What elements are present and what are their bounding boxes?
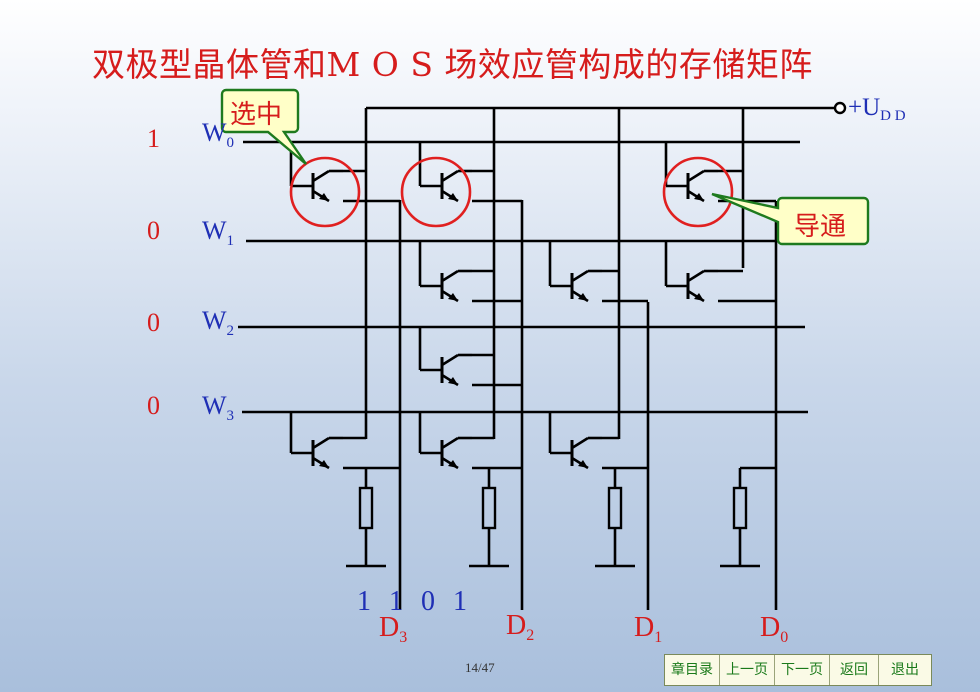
resistor-d1 xyxy=(607,486,623,530)
data-line-label-d2: D2 xyxy=(506,610,535,644)
word-line-label-0: W0 xyxy=(202,118,235,151)
supply-label: +UD D xyxy=(848,94,906,124)
transistor-r0-c3 xyxy=(289,169,345,203)
resistor-d0 xyxy=(732,486,748,530)
selected-circle-d3 xyxy=(289,156,361,228)
word-line-label-3: W3 xyxy=(202,391,235,424)
word-line-label-1: W1 xyxy=(202,216,235,249)
word-line-label-2: W2 xyxy=(202,306,235,339)
data-line-label-d0: D0 xyxy=(760,612,789,646)
transistor-r1-c2 xyxy=(418,269,474,303)
resistor-d3 xyxy=(358,486,374,530)
word-level-2: 0 xyxy=(147,308,160,337)
output-bit-d1: 0 xyxy=(421,586,435,617)
page-number: 14/47 xyxy=(465,660,495,675)
word-level-3: 0 xyxy=(147,391,160,420)
word-level-0: 1 xyxy=(147,124,160,153)
transistor-r3-c3 xyxy=(289,436,345,470)
callout-selected: 选中 xyxy=(230,100,283,130)
callout-conducting: 导通 xyxy=(794,212,847,242)
transistor-r1-c1 xyxy=(548,269,604,303)
selected-circle-d0 xyxy=(662,156,734,228)
data-line-label-d1: D1 xyxy=(634,612,663,646)
transistor-r1-c0 xyxy=(664,269,720,303)
nav-contents-button[interactable]: 章目录 xyxy=(665,655,720,685)
callout-conducting-bubble xyxy=(711,192,870,246)
word-level-1: 0 xyxy=(147,216,160,245)
transistor-r3-c2 xyxy=(418,436,474,470)
transistor-r2-c2 xyxy=(418,353,474,387)
callout-selected-bubble xyxy=(220,88,307,165)
resistor-d2 xyxy=(481,486,497,530)
nav-bar: 章目录 上一页 下一页 返回 退出 xyxy=(664,654,932,686)
selected-circle-d2 xyxy=(400,156,472,228)
transistor-r0-c0 xyxy=(664,169,720,203)
data-line-label-d3: D3 xyxy=(379,612,408,646)
nav-prev-button[interactable]: 上一页 xyxy=(720,655,775,685)
page-title: 双极型晶体管和M O S 场效应管构成的存储矩阵 xyxy=(92,45,813,84)
output-bit-d3: 1 xyxy=(357,586,371,617)
transistor-r3-c1 xyxy=(548,436,604,470)
output-bit-d0: 1 xyxy=(453,586,467,617)
nav-back-button[interactable]: 返回 xyxy=(830,655,879,685)
output-bit-d2: 1 xyxy=(389,586,403,617)
nav-next-button[interactable]: 下一页 xyxy=(775,655,830,685)
transistor-r0-c2 xyxy=(418,169,474,203)
nav-exit-button[interactable]: 退出 xyxy=(891,662,919,678)
